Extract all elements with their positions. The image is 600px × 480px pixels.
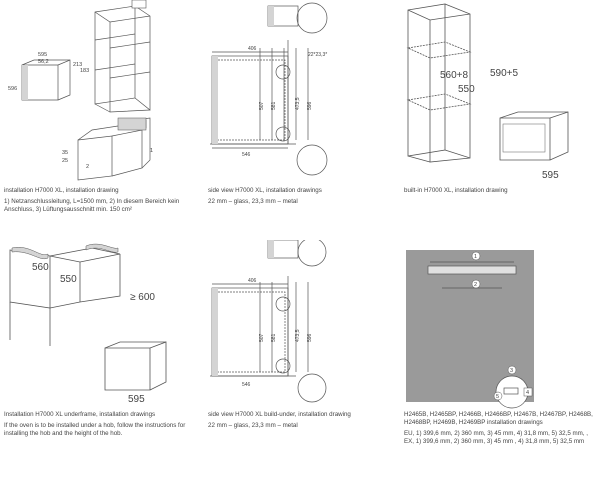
label-550: 550 [458, 84, 475, 95]
label-546: 546 [242, 382, 251, 388]
label-507: 507 [259, 101, 265, 110]
caption-title: side view H7000 XL, installation drawing… [208, 187, 322, 194]
label-600: ≥ 600 [130, 292, 155, 303]
label-595: 595 [542, 170, 559, 181]
label-596: 596 [8, 86, 17, 92]
label-596: 596 [307, 333, 313, 342]
side-view-build-under-drawing: 406 507 581 473,5 596 546 [210, 240, 327, 403]
label-546: 546 [242, 152, 251, 158]
label-590: 590+5 [490, 68, 519, 79]
label-581: 581 [271, 333, 277, 342]
label-35: 35 [62, 150, 68, 156]
underframe-drawing: 560 550 ≥ 600 595 [9, 243, 167, 405]
panel-built-in: 560+8 590+5 550 595 built-in H7000 XL, i… [400, 0, 600, 240]
label-581: 581 [271, 101, 277, 110]
label-406: 406 [248, 278, 257, 284]
label-25: 25 [62, 158, 68, 164]
callout-2: 2 [474, 282, 477, 288]
callout-4: 4 [526, 390, 529, 396]
caption-title: built-in H7000 XL, installation drawing [404, 187, 508, 194]
label-183: 183 [80, 68, 89, 74]
caption-title: Installation H7000 XL underframe, instal… [4, 411, 156, 418]
callout-1: 1 [474, 254, 477, 260]
label-56-2: 56,2 [38, 59, 49, 65]
caption-note: 1) Netzanschlussleitung, L=1500 mm, 2) I… [4, 198, 180, 213]
panel-side-view: 406 22*23,3* 507 581 473,5 596 546 side … [200, 0, 400, 240]
caption-note: EU, 1) 399,6 mm, 2) 360 mm, 3) 45 mm, 4)… [404, 430, 588, 445]
handle-installation-drawing: 1 2 3 4 5 [406, 250, 534, 409]
label-213: 213 [73, 62, 82, 68]
callout-3: 3 [510, 368, 513, 374]
panel-underframe: 560 550 ≥ 600 595 Installation H7000 XL … [0, 240, 200, 480]
label-595: 595 [38, 52, 47, 58]
label-596: 596 [307, 101, 313, 110]
label-560: 560 [32, 262, 49, 273]
caption-note: 22 mm – glass, 23,3 mm – metal [208, 198, 298, 205]
label-560: 560+8 [440, 70, 469, 81]
caption-title: installation H7000 XL, installation draw… [4, 187, 119, 194]
panel-installation: 595 56,2 596 213 183 35 25 2 1 installat… [0, 0, 200, 240]
label-473-5: 473,5 [295, 329, 301, 342]
built-in-drawing: 560+8 590+5 550 595 [406, 3, 569, 181]
caption-note: If the oven is to be installed under a h… [4, 422, 186, 437]
side-view-drawing: 406 22*23,3* 507 581 473,5 596 546 [210, 2, 328, 176]
caption-title: side view H7000 XL build-under, installa… [208, 411, 351, 418]
panel-handle-installation: 1 2 3 4 5 H2465B, H2465BP, H2466B, H2466… [400, 240, 600, 480]
label-22-23: 22*23,3* [308, 52, 327, 58]
label-406: 406 [248, 46, 257, 52]
label-1: 1 [150, 148, 153, 154]
caption-title: H2465B, H2465BP, H2466B, H2466BP, H2467B… [404, 411, 593, 426]
caption-note: 22 mm – glass, 23,3 mm – metal [208, 422, 298, 429]
label-595: 595 [128, 394, 145, 405]
label-507: 507 [259, 333, 265, 342]
callout-5: 5 [496, 394, 499, 400]
label-550: 550 [60, 274, 77, 285]
label-473-5: 473,5 [295, 97, 301, 110]
installation-drawing: 595 56,2 596 213 183 35 25 2 1 [8, 0, 153, 181]
label-2: 2 [86, 164, 89, 170]
panel-side-view-build-under: 406 507 581 473,5 596 546 side view H700… [200, 240, 400, 480]
